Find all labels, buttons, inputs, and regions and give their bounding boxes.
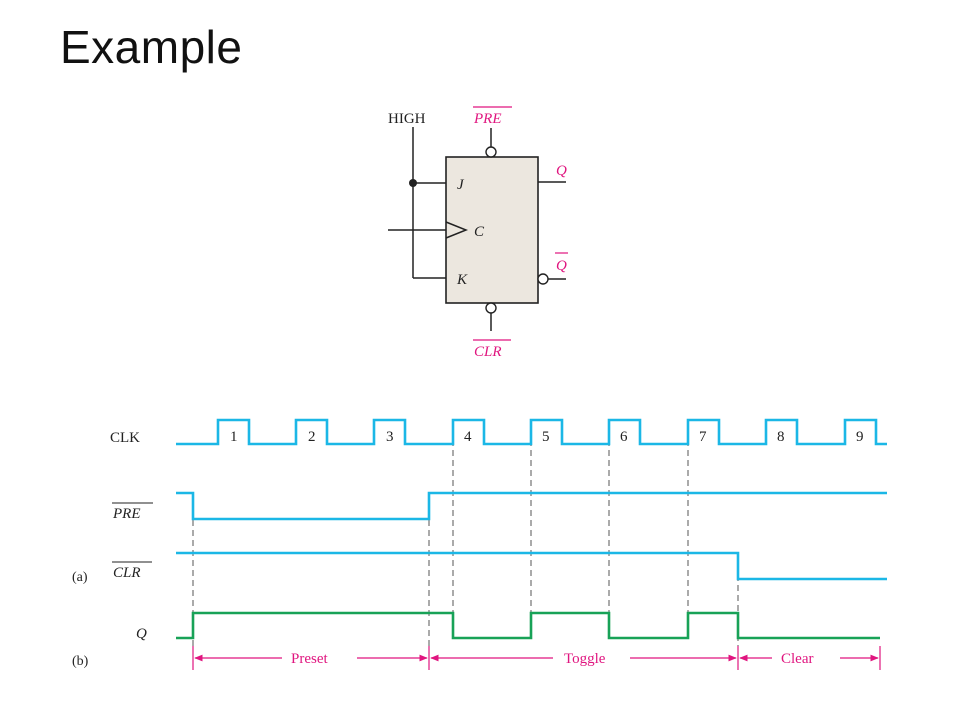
pulse-label-3: 3 xyxy=(386,429,394,445)
interval-preset-label: Preset xyxy=(291,651,328,667)
pulse-label-1: 1 xyxy=(230,429,238,445)
clr-waveform xyxy=(176,551,887,581)
pulse-label-5: 5 xyxy=(542,429,550,445)
clr-label: CLR xyxy=(474,344,502,360)
interval-brackets xyxy=(192,646,881,670)
j-label: J xyxy=(457,177,465,193)
interval-clear-label: Clear xyxy=(781,651,813,667)
qbar-output-label: Q xyxy=(556,258,567,274)
interval-toggle-label: Toggle xyxy=(564,651,606,667)
pulse-label-9: 9 xyxy=(856,429,864,445)
clr-bubble xyxy=(485,302,497,314)
high-label: HIGH xyxy=(388,111,426,127)
pre-signal-label: PRE xyxy=(112,506,141,522)
q-signal-label: Q xyxy=(136,626,147,642)
q-waveform xyxy=(176,611,880,640)
pulse-label-7: 7 xyxy=(699,429,707,445)
pulse-label-4: 4 xyxy=(464,429,472,445)
clr-signal-label: CLR xyxy=(113,565,141,581)
pre-waveform xyxy=(176,491,887,521)
clk-waveform xyxy=(176,418,887,446)
pre-label: PRE xyxy=(473,111,502,127)
pulse-label-8: 8 xyxy=(777,429,785,445)
timing-diagram: CLK PRE CLR Q (a) (b) 1 2 3 4 5 6 7 8 9 xyxy=(72,418,887,670)
c-label: C xyxy=(474,224,485,240)
clk-signal-label: CLK xyxy=(110,430,140,446)
flip-flop-symbol: HIGH J C K PRE CLR Q Q xyxy=(388,106,568,360)
flip-flop-body xyxy=(445,156,539,304)
q-output-label: Q xyxy=(556,163,567,179)
part-b-label: (b) xyxy=(72,654,89,669)
pulse-label-2: 2 xyxy=(308,429,316,445)
qbar-bubble xyxy=(537,273,549,285)
pre-bubble xyxy=(485,146,497,158)
pulse-label-6: 6 xyxy=(620,429,628,445)
clock-triangle xyxy=(445,221,469,239)
k-label: K xyxy=(456,272,468,288)
part-a-label: (a) xyxy=(72,570,88,585)
slide-title: Example xyxy=(60,21,243,73)
